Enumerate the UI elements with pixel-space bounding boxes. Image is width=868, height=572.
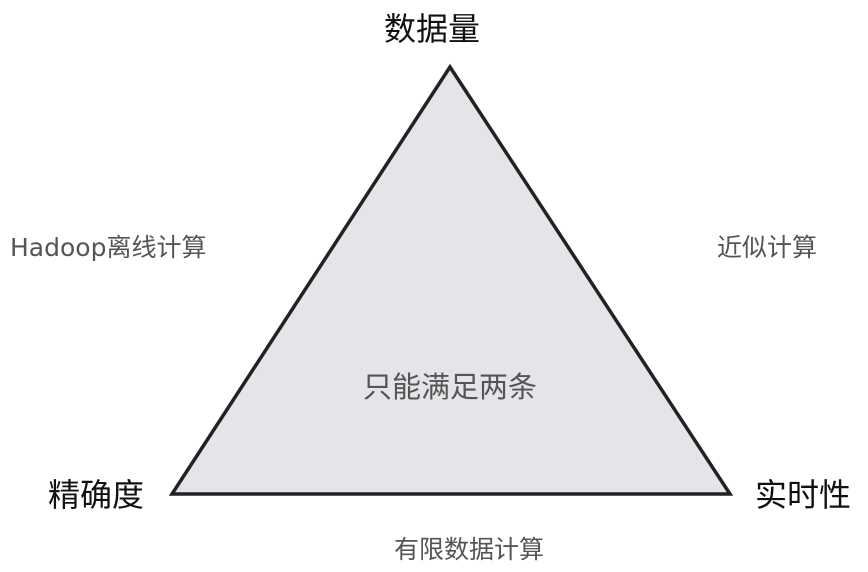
center-label: 只能满足两条 (363, 370, 537, 404)
tradeoff-triangle (168, 63, 734, 496)
edge-label-left: Hadoop离线计算 (10, 233, 206, 262)
vertex-label-bottom-right: 实时性 (755, 476, 851, 514)
vertex-label-bottom-left: 精确度 (48, 476, 144, 514)
edge-label-bottom: 有限数据计算 (394, 535, 544, 564)
edge-label-right: 近似计算 (717, 233, 817, 262)
vertex-label-top: 数据量 (384, 10, 480, 48)
